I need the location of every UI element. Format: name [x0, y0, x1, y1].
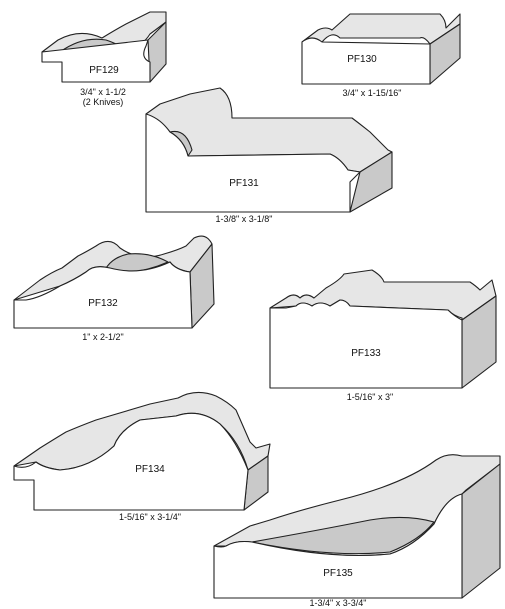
- pf133-front-face: [269, 299, 463, 389]
- pf134-front-face: [13, 412, 249, 511]
- profile-pf131: PF131 1-3/8" x 3-1/8": [145, 87, 393, 224]
- pf130-dimensions: 3/4" x 1-15/16": [343, 88, 402, 98]
- pf131-dimensions: 1-3/8" x 3-1/8": [216, 214, 273, 224]
- pf132-front-face: [13, 261, 193, 329]
- pf132-code: PF132: [88, 298, 118, 309]
- profile-pf135: PF135 1-3/4" x 3-3/4": [213, 454, 501, 608]
- pf131-front-face: [145, 113, 361, 213]
- profile-pf132: PF132 1" x 2-1/2": [13, 235, 215, 342]
- pf135-cove-shading: [251, 516, 435, 555]
- pf130-code: PF130: [347, 54, 377, 65]
- pf134-dimensions: 1-5/16" x 3-1/4": [119, 512, 181, 522]
- pf130-top-surface: [301, 13, 461, 45]
- pf129-code: PF129: [89, 65, 119, 76]
- pf129-front-face: [41, 39, 151, 83]
- pf129-dimensions: 3/4" x 1-1/2: [80, 87, 126, 97]
- pf130-front-face: [301, 37, 431, 85]
- pf135-code: PF135: [323, 568, 353, 579]
- pf133-code: PF133: [351, 348, 381, 359]
- profile-pf130: PF130 3/4" x 1-15/16": [301, 13, 461, 98]
- pf135-front-face: [213, 493, 463, 599]
- profile-pf129: PF129 3/4" x 1-1/2 (2 Knives): [41, 11, 167, 107]
- pf129-note: (2 Knives): [83, 97, 124, 107]
- pf131-end-face: [349, 151, 393, 213]
- pf132-dimensions: 1" x 2-1/2": [82, 332, 123, 342]
- pf135-dimensions: 1-3/4" x 3-3/4": [310, 598, 367, 608]
- pf133-dimensions: 1-5/16" x 3": [347, 392, 393, 402]
- profile-pf134: PF134 1-5/16" x 3-1/4": [13, 391, 271, 522]
- pf134-code: PF134: [135, 464, 165, 475]
- pf131-code: PF131: [229, 178, 259, 189]
- profile-pf133: PF133 1-5/16" x 3": [269, 269, 497, 402]
